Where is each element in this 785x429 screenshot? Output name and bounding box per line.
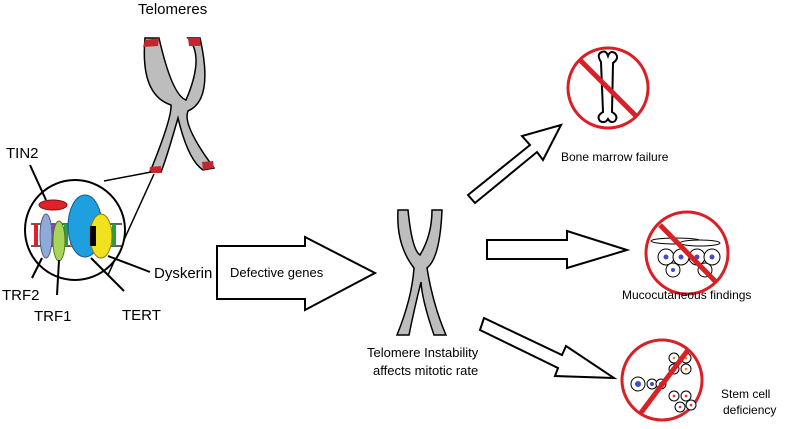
trf2-leader: [31, 257, 43, 279]
stem-cell-label-line2: deficiency: [723, 403, 776, 417]
stem-cell-label-line1: Stem cell: [721, 387, 770, 401]
bone-no-sign: [566, 46, 650, 130]
tin2-leader: [29, 164, 47, 201]
tin2-protein: [38, 199, 68, 211]
stem-cell-no-sign: [620, 338, 704, 422]
defective-genes-arrow: [216, 235, 378, 312]
arrow-to-bone-marrow: [466, 123, 563, 205]
tin2-label: TIN2: [6, 145, 39, 162]
trf1-protein: [52, 220, 66, 262]
telomere-cap-top-left: [143, 38, 159, 47]
telomere-cap-bottom-left: [149, 166, 161, 173]
zoom-line-upper: [103, 171, 152, 182]
dyskerin-label: Dyskerin: [154, 265, 212, 282]
telomere-cap-bottom-right: [202, 161, 214, 170]
chromosome-middle: [395, 209, 448, 336]
chromosome-top: [143, 37, 216, 173]
mucosa-no-sign: [644, 210, 730, 296]
bone-marrow-label: Bone marrow failure: [561, 150, 669, 164]
instability-label-line2: affects mitotic rate: [373, 363, 478, 378]
telomeres-label: Telomeres: [138, 1, 207, 18]
trf1-label: TRF1: [34, 308, 72, 325]
telomere-complex-zoom: [24, 179, 126, 281]
arrow-to-stem-cell: [478, 316, 618, 380]
defective-genes-label: Defective genes: [230, 265, 324, 280]
trf1-leader: [56, 259, 60, 296]
tert-leader: [90, 257, 125, 292]
arrow-to-mucocutaneous: [486, 229, 631, 270]
dyskerin-leader: [107, 255, 151, 273]
instability-label-line1: Telomere Instability: [367, 345, 479, 360]
mucocutaneous-label: Mucocutaneous findings: [622, 288, 751, 302]
telomere-cap-top-right: [188, 38, 201, 46]
tert-label: TERT: [122, 307, 161, 324]
trf2-label: TRF2: [2, 287, 40, 304]
trf2-protein: [39, 213, 53, 259]
